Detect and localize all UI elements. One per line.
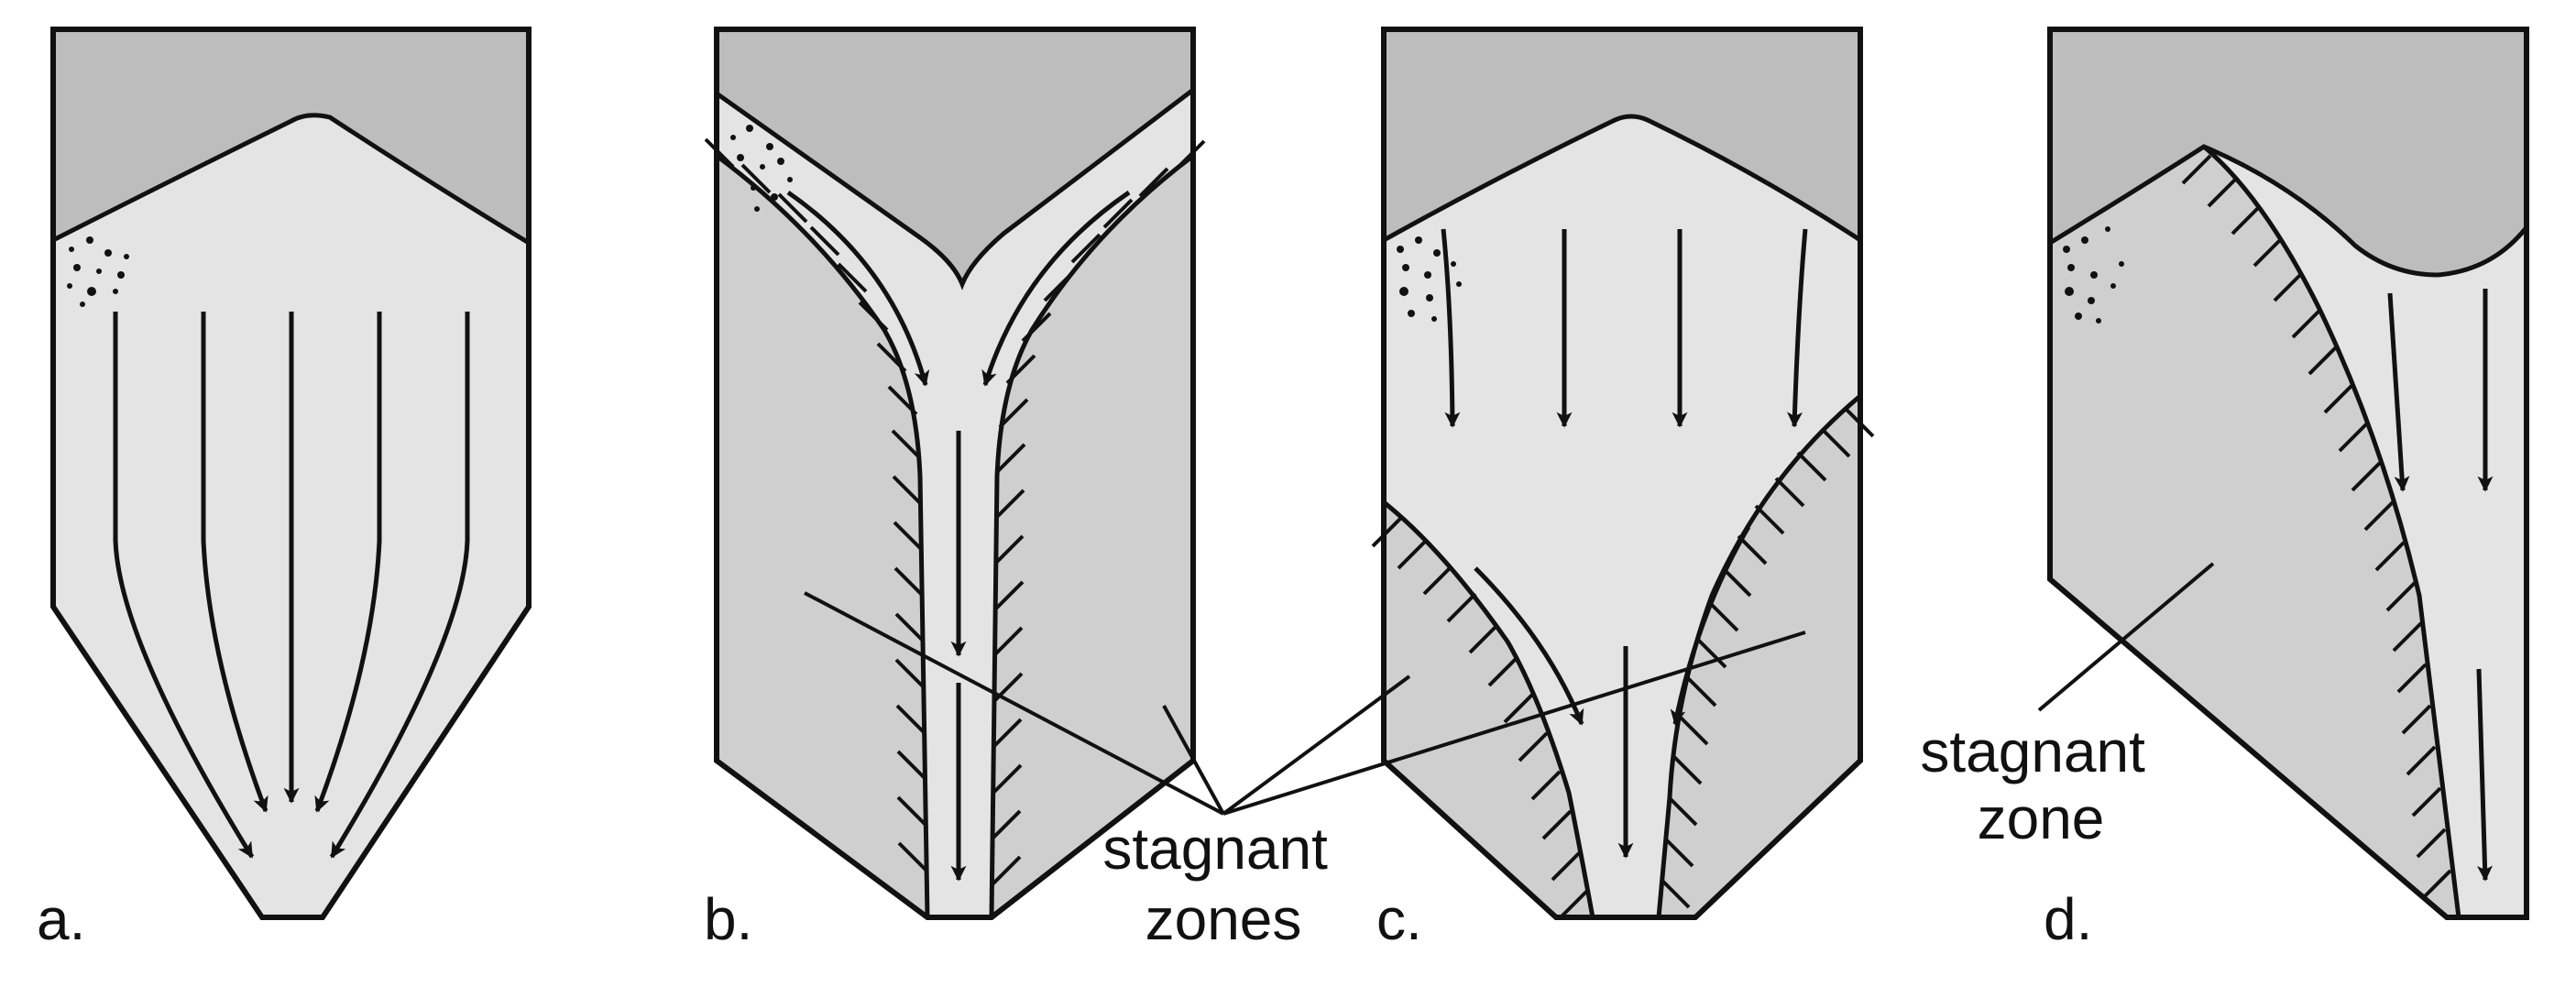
leader-line — [1222, 631, 1806, 816]
silo-b-free-surface — [715, 88, 1195, 291]
stagnant-zones-line-2: zones — [1145, 886, 1302, 952]
silo-c-free-surface — [1382, 114, 1862, 243]
flow-arrows-a — [113, 312, 470, 859]
flow-arrows-b — [786, 190, 1131, 882]
panel-label-d: d. — [2044, 886, 2092, 952]
silo-d-outline — [2047, 27, 2529, 920]
silo-b-outline — [714, 27, 1196, 920]
panel-b-funnel-flow: b. — [704, 27, 1206, 952]
panel-label-c: c. — [1376, 886, 1422, 952]
silo-b-flow-channel — [717, 90, 1193, 917]
silo-c-boundary-left — [1382, 500, 1595, 918]
flow-arrow — [2387, 292, 2410, 492]
stagnant-zone-line-2: zone — [1978, 785, 2105, 851]
flow-arrow — [2476, 668, 2494, 882]
silo-c-flowing-material — [1384, 116, 1860, 917]
panel-c-expanded-flow: c. — [1371, 27, 1875, 952]
hatch-d — [2181, 154, 2452, 900]
silo-d-flowing-material — [2204, 147, 2527, 917]
leader-line — [804, 591, 1224, 816]
hatch-b-left — [704, 137, 928, 872]
silo-d-headspace — [2050, 29, 2527, 275]
particle-dots-d — [2063, 226, 2124, 324]
stagnant-zone-label: stagnant zone — [1920, 718, 2161, 851]
flow-arrow — [329, 312, 470, 859]
silo-b-headspace — [717, 29, 1193, 284]
silo-a-outline — [50, 27, 532, 920]
leader-line — [2037, 562, 2215, 712]
silo-a-free-surface — [51, 113, 531, 246]
stagnant-zones-label: stagnant zones — [1102, 816, 1343, 952]
flow-arrow — [981, 190, 1131, 387]
flow-arrow — [1786, 228, 1808, 428]
stagnant-zones-line-1: stagnant — [1102, 816, 1328, 882]
silo-a-headspace — [53, 29, 529, 243]
silo-d-free-surface — [2048, 144, 2528, 278]
panel-a-mass-flow: a. — [37, 27, 532, 952]
flow-arrow — [314, 312, 382, 813]
flow-arrow — [1441, 228, 1461, 428]
particle-dots-b — [730, 125, 793, 212]
panel-label-a: a. — [37, 886, 85, 952]
flow-arrows-d — [2387, 289, 2494, 882]
flow-arrow — [1670, 525, 1751, 726]
silo-c-outline — [1381, 27, 1863, 920]
silo-c-headspace — [1384, 29, 1860, 240]
panel-label-b: b. — [704, 886, 752, 952]
particle-dots-a — [67, 236, 129, 307]
leader-lines — [804, 562, 2215, 816]
leader-line — [1162, 705, 1225, 815]
leader-line — [1222, 674, 1411, 816]
flow-arrow — [201, 312, 269, 813]
stagnant-zone-line-1: stagnant — [1920, 718, 2145, 784]
silo-c-stagnant-left — [1384, 502, 1593, 917]
particle-dots-c — [1397, 236, 1462, 322]
panel-d-eccentric-flow: d. — [2044, 27, 2529, 952]
hatch-c-left — [1371, 517, 1589, 920]
silo-c-stagnant-right — [1659, 396, 1860, 917]
silo-d-boundary — [2202, 145, 2461, 918]
flow-arrow — [786, 190, 930, 387]
silo-d-stagnant-material — [2050, 147, 2459, 917]
flow-arrow — [113, 312, 255, 859]
